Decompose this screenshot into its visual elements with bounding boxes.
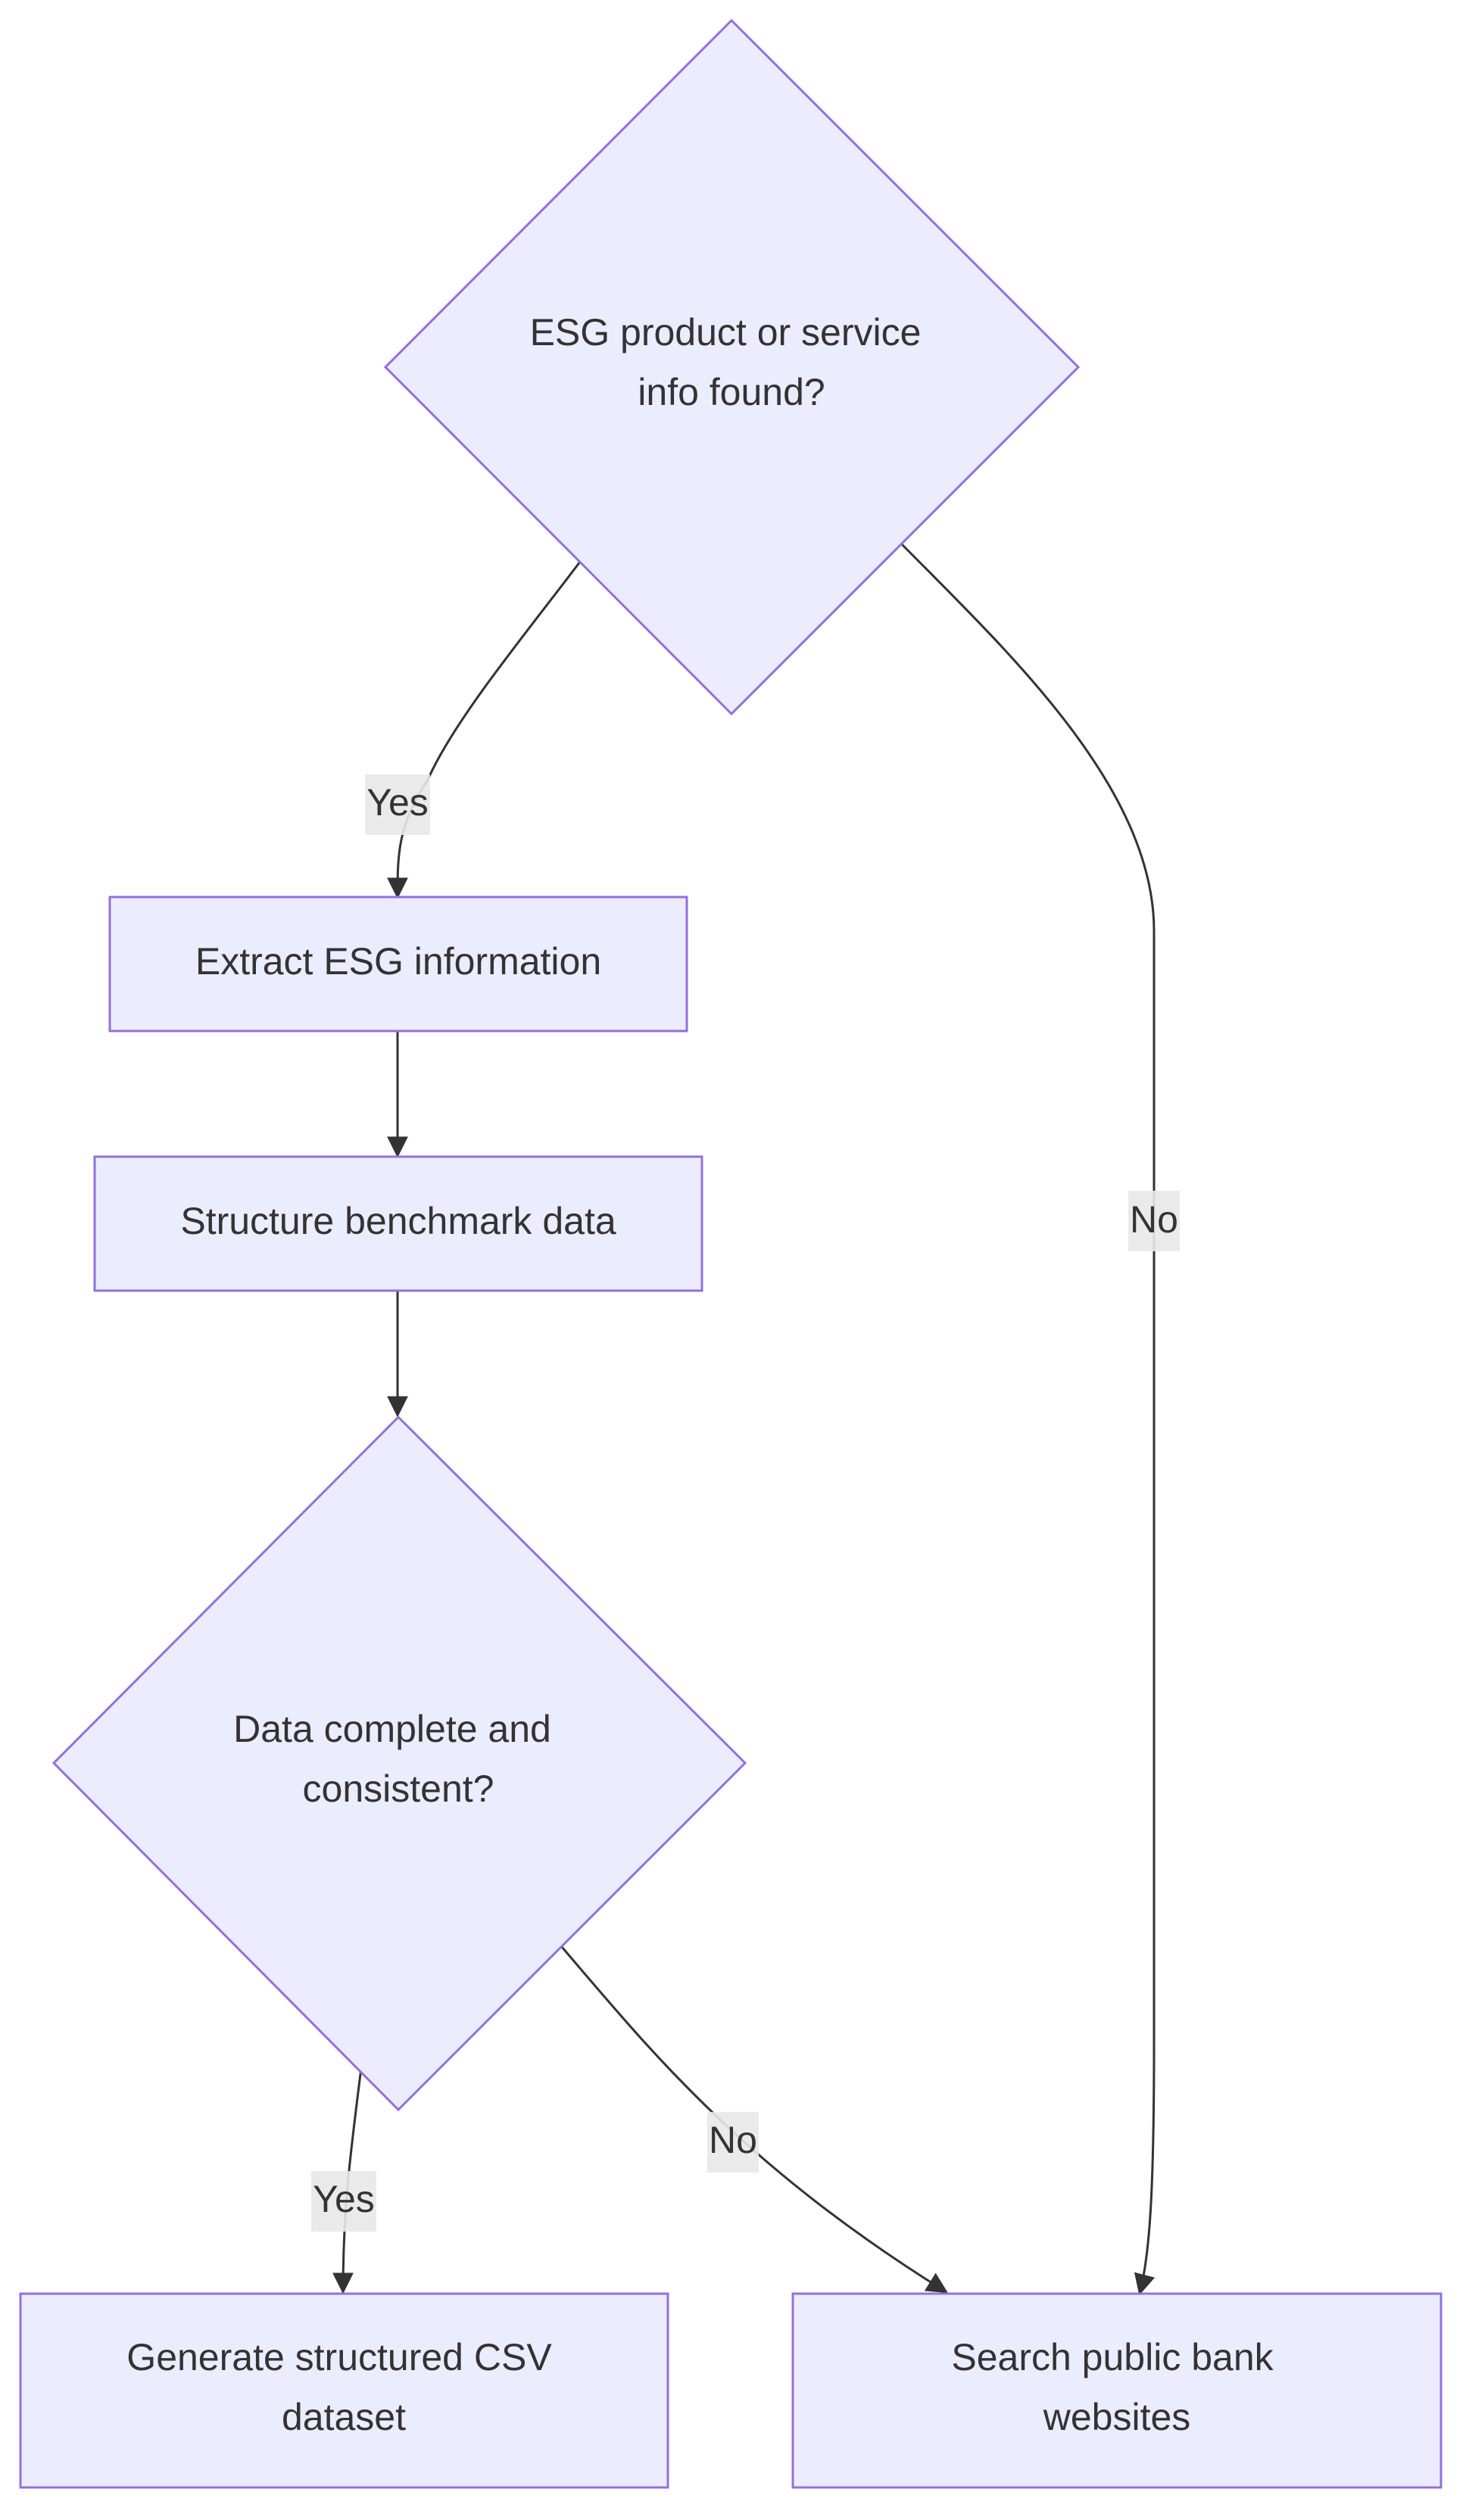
- edge-label-complete-yes: Yes: [311, 2171, 376, 2232]
- edge-label-text: No: [1130, 1198, 1178, 1241]
- node-text-line: Extract ESG information: [195, 940, 601, 983]
- edge-label-text: Yes: [366, 781, 429, 824]
- node-text-line: info found?: [638, 371, 825, 413]
- process-search-websites: Search public bank websites: [791, 2292, 1443, 2489]
- edge-label-esg-found-yes: Yes: [365, 774, 430, 835]
- edge-esg-found-no: [900, 542, 1156, 2296]
- node-text-line: dataset: [282, 2396, 406, 2438]
- edge-label-complete-no: No: [707, 2112, 759, 2173]
- node-text-line: websites: [1043, 2396, 1191, 2438]
- decision-esg-found: ESG product or service info found?: [383, 18, 1081, 716]
- edge-label-esg-found-no: No: [1128, 1191, 1180, 1251]
- node-text-line: Data complete and: [233, 1708, 551, 1750]
- process-extract-esg: Extract ESG information: [108, 896, 688, 1033]
- edge-complete-no: [560, 1946, 948, 2294]
- edge-label-text: No: [709, 2119, 757, 2161]
- edge-esg-found-yes: [387, 561, 582, 899]
- node-text-line: Structure benchmark data: [180, 1200, 616, 1242]
- process-generate-csv: Generate structured CSV dataset: [19, 2292, 669, 2489]
- process-structure-data: Structure benchmark data: [93, 1155, 703, 1292]
- decision-complete: Data complete and consistent?: [51, 1415, 747, 2112]
- node-text-line: Generate structured CSV: [126, 2336, 552, 2378]
- node-text-line: consistent?: [303, 1768, 494, 1810]
- edge-label-text: Yes: [313, 2178, 375, 2220]
- node-text-line: Search public bank: [951, 2336, 1274, 2378]
- node-text-line: ESG product or service: [530, 311, 922, 354]
